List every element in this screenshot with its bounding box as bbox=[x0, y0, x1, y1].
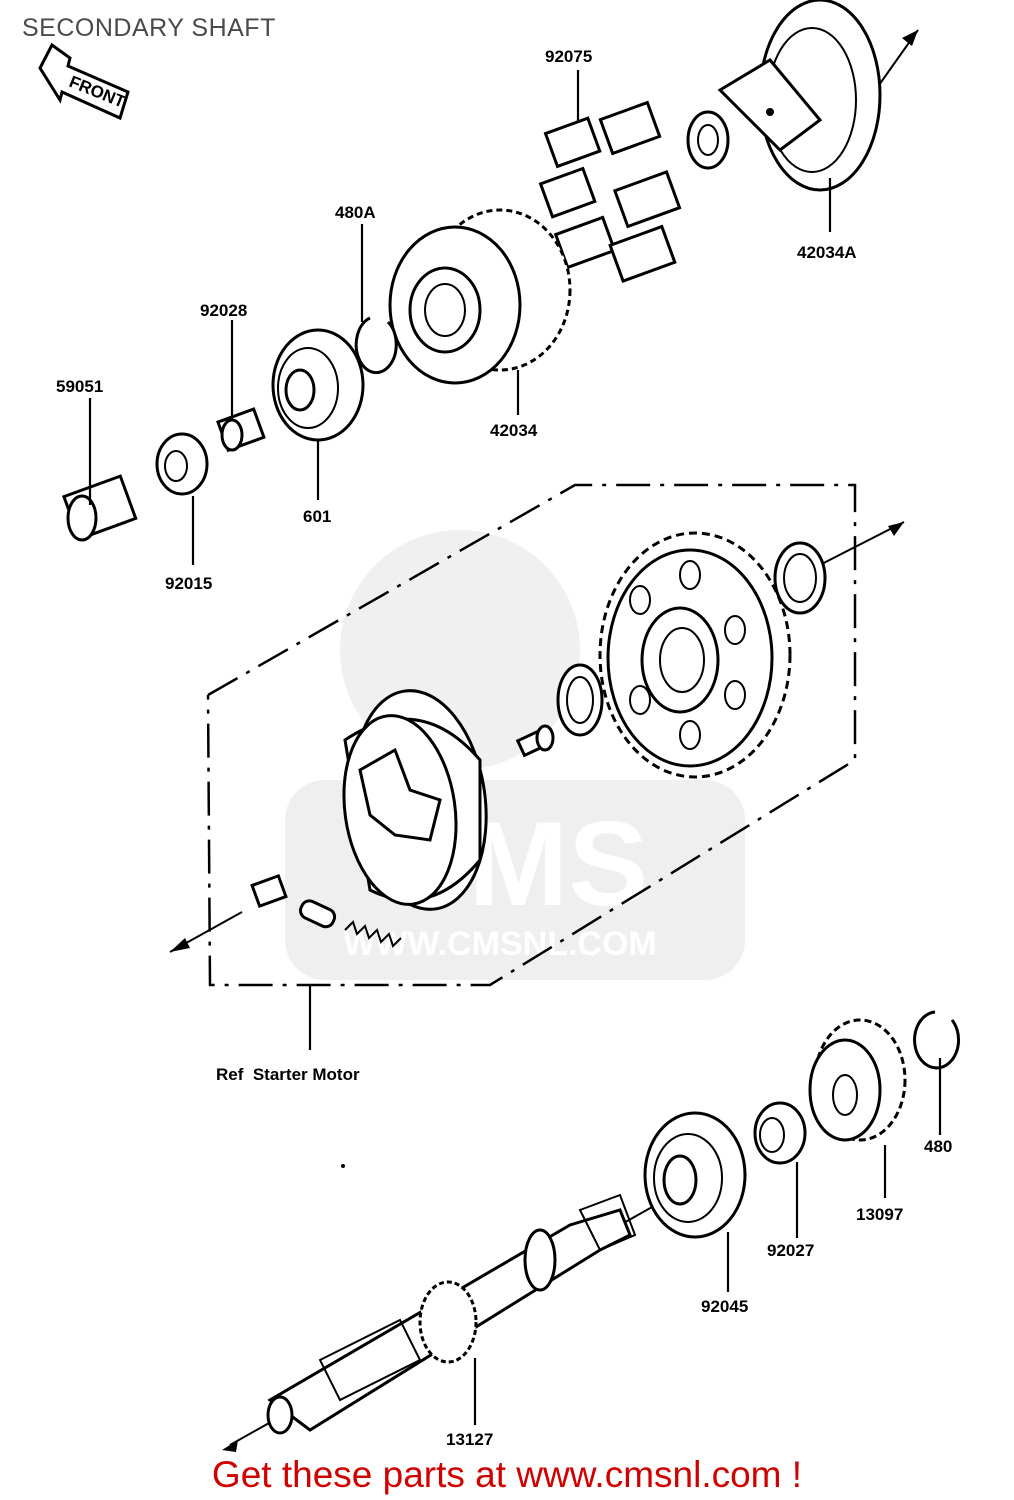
part-label-42034: 42034 bbox=[490, 421, 538, 440]
washer bbox=[773, 541, 827, 615]
part-92045-bearing bbox=[643, 1111, 747, 1239]
part-label-601: 601 bbox=[303, 507, 331, 526]
part-label-92027: 92027 bbox=[767, 1241, 814, 1260]
front-arrow-icon: FRONT bbox=[38, 42, 130, 121]
part-92027-collar bbox=[753, 1101, 807, 1165]
dot bbox=[341, 1164, 345, 1168]
starter-sprocket bbox=[598, 531, 792, 779]
part-label-92015: 92015 bbox=[165, 574, 212, 593]
part-label-59051: 59051 bbox=[56, 377, 103, 396]
part-42034-gear bbox=[388, 208, 572, 385]
ref-note: Ref Starter Motor bbox=[216, 1065, 360, 1084]
part-59051-spline bbox=[62, 474, 138, 542]
part-480-circlip bbox=[913, 1010, 961, 1070]
footer-link[interactable]: Get these parts at www.cmsnl.com ! bbox=[211, 1454, 803, 1495]
starter-clutch-outline bbox=[206, 483, 857, 1050]
part-label-92028: 92028 bbox=[200, 301, 247, 320]
bolt bbox=[515, 724, 555, 758]
watermark-url: WWW.CMSNL.COM bbox=[343, 925, 657, 963]
part-label-13127: 13127 bbox=[446, 1430, 493, 1449]
part-42034A bbox=[686, 0, 882, 192]
arrow-icon bbox=[888, 522, 904, 536]
part-13127-shaft bbox=[266, 1193, 637, 1435]
part-label-92075: 92075 bbox=[545, 47, 592, 66]
part-13097-sprocket bbox=[808, 1018, 907, 1142]
part-label-480A: 480A bbox=[335, 203, 376, 222]
part-label-480: 480 bbox=[924, 1137, 952, 1156]
clutch-spring bbox=[344, 920, 402, 948]
axis-line bbox=[809, 521, 905, 571]
part-label-13097: 13097 bbox=[856, 1205, 903, 1224]
arrow-icon bbox=[902, 30, 918, 46]
part-92028-collar bbox=[216, 407, 266, 453]
one-way-clutch bbox=[342, 689, 488, 911]
arrow-icon bbox=[222, 1440, 238, 1452]
part-label-42034A: 42034A bbox=[797, 243, 857, 262]
washer bbox=[556, 663, 604, 737]
part-label-92045: 92045 bbox=[701, 1297, 748, 1316]
page-title: SECONDARY SHAFT bbox=[22, 14, 276, 42]
arrow-icon bbox=[170, 938, 190, 952]
part-92015-nut bbox=[155, 432, 209, 496]
leader-lines bbox=[88, 70, 942, 1425]
part-601-bearing bbox=[271, 328, 365, 442]
part-92075-rollers bbox=[538, 100, 682, 284]
part-480A-circlip bbox=[354, 316, 398, 375]
spring-cap bbox=[299, 899, 337, 929]
clutch-roller bbox=[250, 873, 288, 909]
